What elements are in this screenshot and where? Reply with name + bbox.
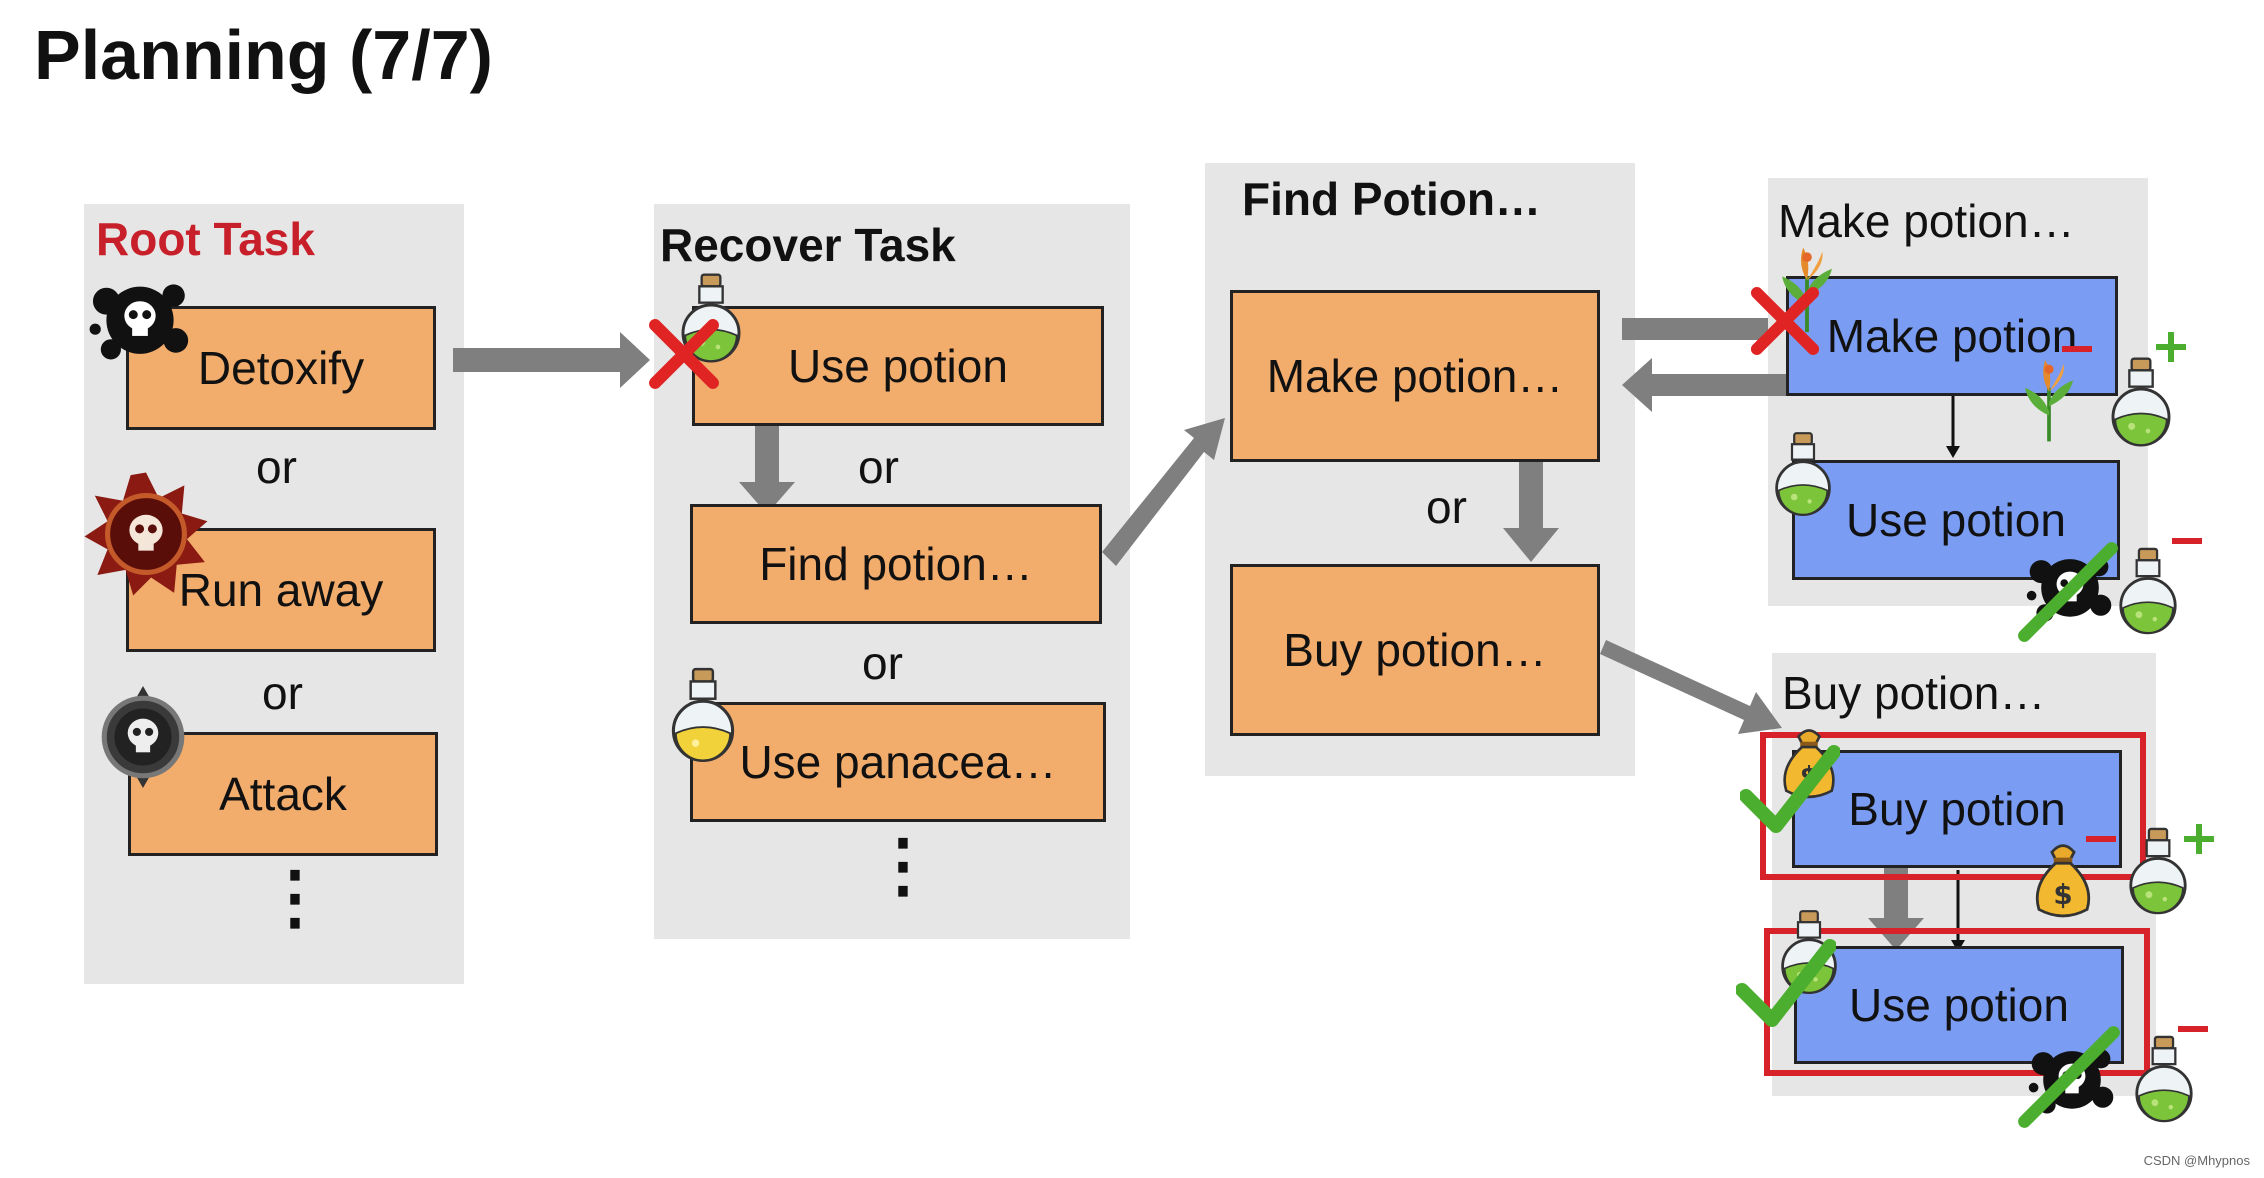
poison-icon [84,262,196,374]
herb-icon [2012,350,2086,444]
make-potion-group-title: Make potion… [1778,195,2075,247]
root-or-1: or [256,441,297,493]
root-more-ellipsis: ⋮ [260,858,330,936]
find-potion-title: Find Potion… [1242,173,1541,225]
minus-icon [2062,346,2092,352]
cross-icon [1748,284,1822,358]
potion-icon [2130,1034,2198,1126]
root-or-2: or [262,667,303,719]
find-potion-box[interactable]: Find potion… [690,504,1102,624]
page-title: Planning (7/7) [34,16,493,94]
detoxify-box[interactable]: Detoxify [126,306,436,430]
check-icon [1740,742,1840,842]
buy-potion-group-title: Buy potion… [1782,667,2046,719]
use-potion-highlight [1764,928,2150,1076]
watermark-credit: CSDN @Mhypnos [2143,1153,2250,1168]
minus-icon [2178,1026,2208,1032]
minus-icon [2086,836,2116,842]
use-panacea-box[interactable]: Use panacea… [690,702,1106,822]
make-potion-method-box[interactable]: Make potion… [1230,290,1600,462]
attack-box[interactable]: Attack [128,732,438,856]
recover-more-ellipsis: ⋮ [868,826,938,904]
make-potion-action-box[interactable]: Make potion [1786,276,2118,396]
recover-or-2: or [862,637,903,689]
check-slash-icon [2016,540,2120,644]
cross-icon [646,316,722,392]
root-task-title: Root Task [96,213,315,265]
plus-icon [2156,332,2186,362]
plus-icon [2184,824,2214,854]
potion-icon [2106,356,2176,450]
minus-icon [2172,538,2202,544]
skull-badge-icon [82,470,210,598]
recover-or-1: or [858,441,899,493]
potion-icon [2114,546,2182,638]
buy-potion-method-box[interactable]: Buy potion… [1230,564,1600,736]
skull-shield-icon [92,676,194,798]
panacea-potion-icon [666,666,740,766]
potion-icon [1770,430,1836,520]
buy-use-potion-action-box[interactable]: Use potion [1794,946,2124,1064]
use-potion-box[interactable]: Use potion [692,306,1104,426]
potion-icon [2124,826,2192,918]
recover-task-title: Recover Task [660,219,956,271]
check-icon [1736,936,1836,1036]
find-or: or [1426,481,1467,533]
check-slash-icon [2016,1024,2122,1130]
